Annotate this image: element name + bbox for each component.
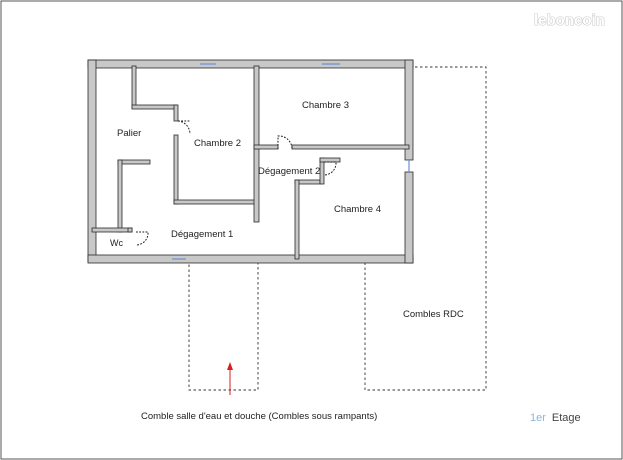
wall-ch2-bottom	[173, 199, 259, 205]
wall-palier-right	[131, 65, 137, 109]
arrow-head-icon	[227, 362, 233, 370]
attic-outlines	[188, 66, 487, 391]
wall-ch2-left-lower	[173, 134, 179, 205]
room-label-wc: Wc	[110, 238, 123, 248]
wall-ch3-bottom-right	[291, 144, 410, 150]
watermark-logo: leboncoin	[534, 12, 605, 29]
walls	[87, 59, 414, 264]
room-label-degagement1: Dégagement 1	[171, 229, 233, 240]
windows	[172, 63, 410, 260]
door-chambre2	[177, 120, 191, 135]
wall-ch3-bottom-left	[253, 144, 279, 150]
doors	[135, 120, 337, 246]
wall-ch4-left	[294, 179, 300, 260]
floor-word: Etage	[552, 412, 581, 424]
room-label-degagement2: Dégagement 2	[258, 166, 320, 177]
room-label-chambre4: Chambre 4	[334, 204, 381, 215]
attic-shower-outline	[188, 255, 259, 391]
room-label-palier: Palier	[117, 128, 141, 139]
attic-rdc-outline	[364, 66, 487, 391]
wall-ch4-top-right	[319, 157, 341, 163]
annotation-caption: Comble salle d'eau et douche (Combles so…	[141, 411, 377, 422]
annotation-arrow	[227, 362, 233, 395]
floor-label: 1er Etage	[530, 408, 581, 425]
wall-ch2-ch3	[253, 65, 260, 223]
outer-wall-top	[87, 59, 414, 69]
door-wc	[135, 231, 149, 246]
wall-palier-step	[131, 104, 178, 110]
wall-wc-top	[91, 227, 133, 233]
door-degagement2	[277, 135, 293, 150]
wall-stair-horizontal	[117, 159, 151, 165]
outer-wall-right-lower	[404, 171, 414, 264]
room-label-combles-rdc: Combles RDC	[403, 309, 464, 320]
wall-ch2-left-upper	[173, 104, 179, 122]
room-label-chambre2: Chambre 2	[194, 138, 241, 149]
door-chambre4	[323, 161, 337, 176]
wall-wc-right	[127, 227, 133, 233]
wall-stair-vertical	[117, 159, 123, 233]
floor-number: 1er	[530, 412, 546, 424]
room-label-chambre3: Chambre 3	[302, 100, 349, 111]
outer-wall-bottom	[87, 254, 414, 264]
